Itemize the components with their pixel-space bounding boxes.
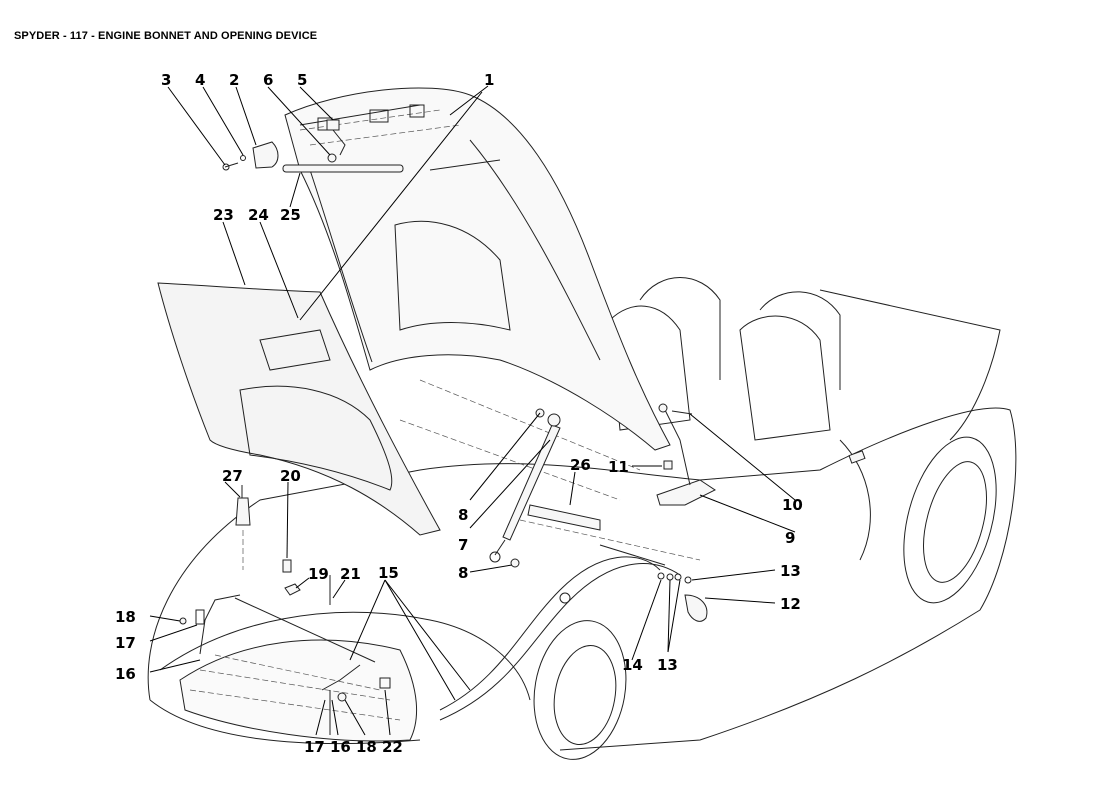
callout-2: 2 bbox=[229, 71, 239, 89]
leader-lines bbox=[149, 85, 796, 736]
callout-12: 12 bbox=[780, 595, 801, 613]
page-title: SPYDER - 117 - ENGINE BONNET AND OPENING… bbox=[14, 30, 318, 42]
callout-23: 23 bbox=[213, 206, 234, 224]
callout-7: 7 bbox=[458, 536, 468, 554]
callout-20: 20 bbox=[280, 467, 301, 485]
callout-11: 11 bbox=[608, 458, 629, 476]
callout-24: 24 bbox=[248, 206, 269, 224]
callout-26: 26 bbox=[570, 456, 591, 474]
callout-4: 4 bbox=[195, 71, 205, 89]
callout-8-lower: 8 bbox=[458, 564, 468, 582]
callout-15: 15 bbox=[378, 564, 399, 582]
car-body-outline bbox=[147, 277, 1017, 760]
callout-8-upper: 8 bbox=[458, 506, 468, 524]
callout-25: 25 bbox=[280, 206, 301, 224]
callout-21: 21 bbox=[340, 565, 361, 583]
callout-17-bottom: 17 bbox=[304, 738, 325, 756]
callout-3: 3 bbox=[161, 71, 171, 89]
engine-bonnet bbox=[284, 87, 671, 451]
callout-17-left: 17 bbox=[115, 634, 136, 652]
callout-1: 1 bbox=[484, 71, 494, 89]
callout-14: 14 bbox=[622, 656, 643, 674]
callout-19: 19 bbox=[308, 565, 329, 583]
callout-18-left: 18 bbox=[115, 608, 136, 626]
callout-9: 9 bbox=[785, 529, 795, 547]
insulation-panel bbox=[157, 282, 441, 536]
callout-13-right: 13 bbox=[780, 562, 801, 580]
parts bbox=[179, 119, 716, 735]
callout-16-left: 16 bbox=[115, 665, 136, 683]
callout-5: 5 bbox=[297, 71, 307, 89]
callout-6: 6 bbox=[263, 71, 273, 89]
callout-18-bottom: 18 bbox=[356, 738, 377, 756]
callouts: 1 2 3 4 5 6 7 8 8 9 10 11 12 13 13 14 15… bbox=[115, 71, 803, 756]
callout-16-bottom: 16 bbox=[330, 738, 351, 756]
callout-13-bottom: 13 bbox=[657, 656, 678, 674]
callout-27: 27 bbox=[222, 467, 243, 485]
callout-10: 10 bbox=[782, 496, 803, 514]
callout-22: 22 bbox=[382, 738, 403, 756]
